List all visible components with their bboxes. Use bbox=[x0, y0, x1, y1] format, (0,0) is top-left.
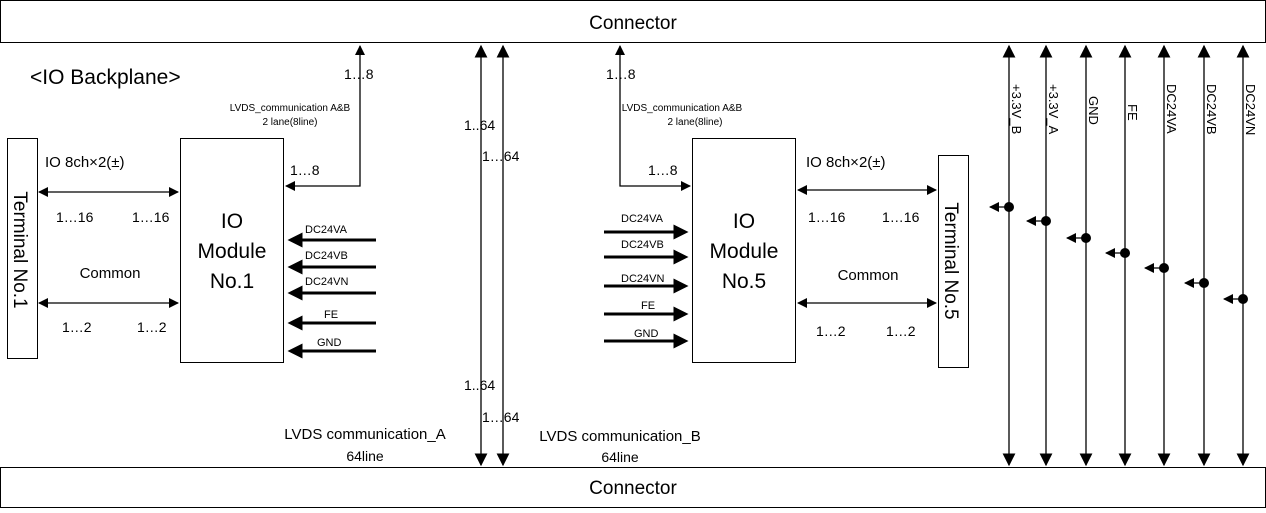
terminal-no5: Terminal No.5 bbox=[938, 155, 969, 368]
bus-gnd-label: GND bbox=[1086, 96, 1101, 125]
gnd-label-m1: GND bbox=[317, 337, 342, 349]
lvds-a-range-bottom: 1..64 bbox=[464, 377, 495, 393]
fe-label-m1: FE bbox=[324, 309, 338, 321]
module-no1-line3: No.1 bbox=[210, 270, 254, 293]
connector-bottom: Connector bbox=[0, 467, 1266, 508]
dc24vb-label-m1: DC24VB bbox=[305, 250, 348, 262]
lvds-b-range-top: 1…64 bbox=[482, 148, 520, 164]
lvds-ab-range-left-top: 1…8 bbox=[344, 66, 374, 82]
bus-3v3a-label: +3.3V_A bbox=[1046, 84, 1061, 135]
dc24vb-label-m5: DC24VB bbox=[621, 239, 664, 251]
io-module-no5: IO Module No.5 bbox=[692, 138, 796, 363]
common-range-right-a: 1…2 bbox=[816, 323, 846, 339]
module-no1-line2: Module bbox=[198, 240, 267, 263]
lvds-b-label: LVDS communication_B bbox=[539, 428, 700, 445]
connector-bottom-label: Connector bbox=[589, 478, 677, 499]
lvds-ab-arrow-left bbox=[285, 45, 365, 191]
terminal-no1: Terminal No.1 bbox=[7, 138, 38, 359]
lvds-ab-label-right-1: LVDS_communication A&B bbox=[622, 103, 743, 114]
module-no1-line1: IO bbox=[221, 210, 243, 233]
bus-3v3b-label: +3.3V_B bbox=[1009, 84, 1024, 134]
bus-dc24va-label: DC24VA bbox=[1164, 84, 1179, 134]
lvds-a-label: LVDS communication_A bbox=[284, 426, 445, 443]
power-inputs-module5: DC24VA DC24VB DC24VN FE GND bbox=[604, 213, 689, 349]
backplane-title: <IO Backplane> bbox=[30, 66, 181, 89]
terminal-no5-label: Terminal No.5 bbox=[940, 202, 961, 319]
connector-top-label: Connector bbox=[589, 13, 677, 34]
lvds-ab-label-left-1: LVDS_communication A&B bbox=[230, 103, 351, 114]
gnd-label-m5: GND bbox=[634, 328, 659, 340]
io-label-right: IO 8ch×2(±) bbox=[806, 154, 886, 171]
lvds-b-range-bottom: 1…64 bbox=[482, 409, 520, 425]
lvds-ab-arrow-right bbox=[615, 45, 691, 191]
lvds-ab-range-left: 1…8 bbox=[290, 162, 320, 178]
common-range-left-b: 1…2 bbox=[137, 319, 167, 335]
bus-dc24vb-label: DC24VB bbox=[1204, 84, 1219, 135]
io-range-right-b: 1…16 bbox=[882, 209, 920, 225]
io-range-left-a: 1…16 bbox=[56, 209, 94, 225]
power-inputs-module1: DC24VA DC24VB DC24VN FE GND bbox=[287, 224, 376, 359]
bus-fe-label: FE bbox=[1125, 104, 1140, 121]
common-range-right-b: 1…2 bbox=[886, 323, 916, 339]
lvds-ab-range-right-top: 1…8 bbox=[606, 66, 636, 82]
lvds-ab-label-right-2: 2 lane(8line) bbox=[667, 117, 722, 128]
common-range-left-a: 1…2 bbox=[62, 319, 92, 335]
dc24vn-label-m5: DC24VN bbox=[621, 273, 664, 285]
common-label-left: Common bbox=[80, 265, 141, 282]
lvds-ab-label-left-2: 2 lane(8line) bbox=[262, 117, 317, 128]
power-buses: +3.3V_B +3.3V_A GND FE DC24VA DC24VB DC2… bbox=[989, 44, 1258, 467]
lvds-a-lines: 64line bbox=[346, 448, 384, 464]
dc24va-label-m1: DC24VA bbox=[305, 224, 348, 236]
common-label-right: Common bbox=[838, 267, 899, 284]
module-no5-line2: Module bbox=[710, 240, 779, 263]
fe-label-m5: FE bbox=[641, 300, 655, 312]
io-range-right-a: 1…16 bbox=[808, 209, 846, 225]
bus-dc24vn-label: DC24VN bbox=[1243, 84, 1258, 135]
io-label-left: IO 8ch×2(±) bbox=[45, 154, 125, 171]
lvds-b-lines: 64line bbox=[601, 449, 639, 465]
terminal-no1-label: Terminal No.1 bbox=[9, 191, 30, 308]
dc24va-label-m5: DC24VA bbox=[621, 213, 664, 225]
dc24vn-label-m1: DC24VN bbox=[305, 276, 348, 288]
lvds-a-range-top: 1..64 bbox=[464, 117, 495, 133]
connector-top: Connector bbox=[0, 0, 1266, 43]
io-range-left-b: 1…16 bbox=[132, 209, 170, 225]
module-no5-line3: No.5 bbox=[722, 270, 766, 293]
io-module-no1: IO Module No.1 bbox=[180, 138, 284, 363]
lvds-ab-range-right: 1…8 bbox=[648, 162, 678, 178]
module-no5-line1: IO bbox=[733, 210, 755, 233]
